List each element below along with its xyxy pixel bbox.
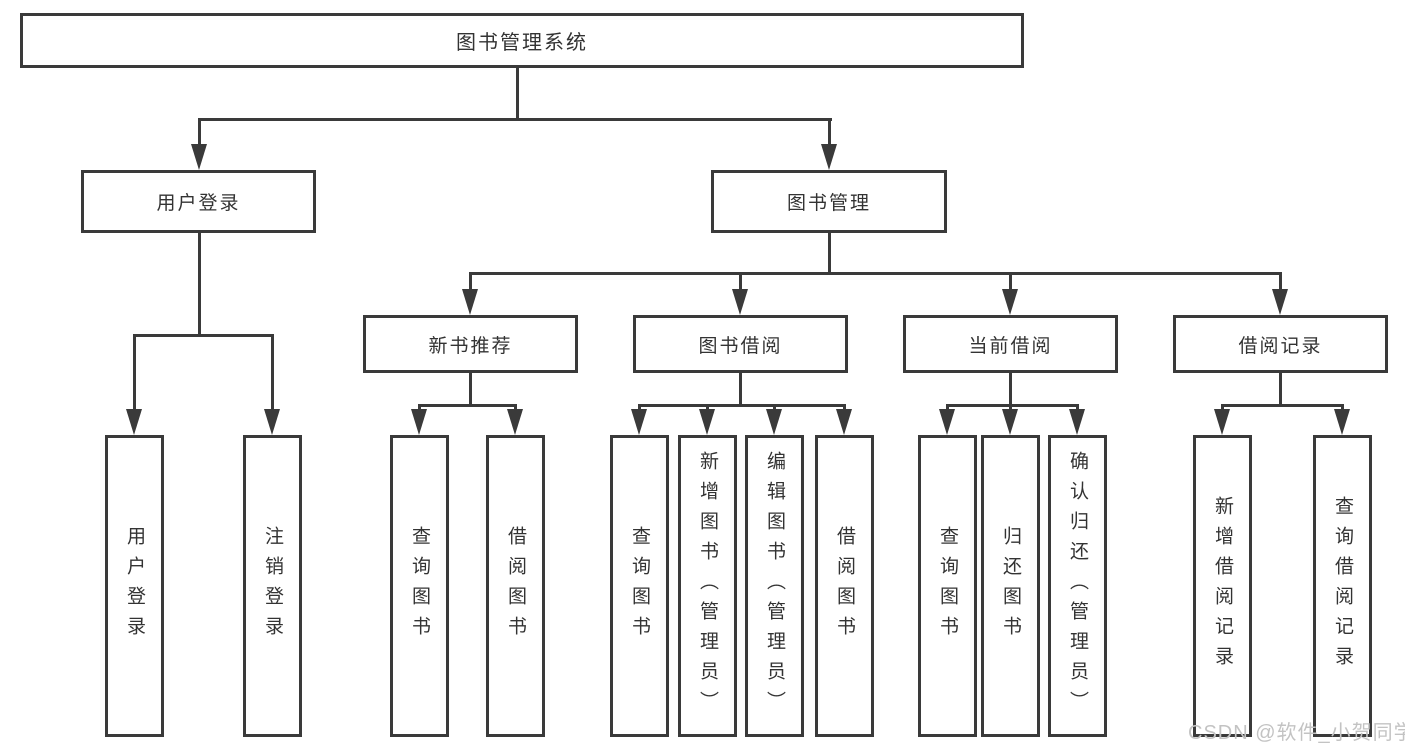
watermark: CSDN @软件_小贺同学 bbox=[1188, 722, 1405, 744]
leaf-query-books-1: 查询图书 bbox=[390, 435, 449, 737]
connector-line bbox=[639, 404, 846, 407]
node-label: 当前借阅 bbox=[968, 335, 1053, 357]
arrow-down-icon bbox=[699, 409, 715, 435]
connector-line bbox=[1009, 272, 1012, 289]
node-user-login: 用户登录 bbox=[81, 170, 316, 233]
leaf-label: 借阅图书 bbox=[834, 526, 855, 646]
leaf-query-books-3: 查询图书 bbox=[918, 435, 977, 737]
arrow-down-icon bbox=[126, 409, 142, 435]
arrow-down-icon bbox=[1334, 409, 1350, 435]
node-library-management-system: 图书管理系统 bbox=[20, 13, 1024, 68]
leaf-add-books-admin: 新增图书（管理员） bbox=[678, 435, 737, 737]
connector-line bbox=[773, 404, 776, 412]
leaf-label: 查询借阅记录 bbox=[1332, 496, 1353, 676]
node-book-management: 图书管理 bbox=[711, 170, 947, 233]
connector-line bbox=[469, 272, 1281, 275]
arrow-down-icon bbox=[821, 144, 837, 170]
leaf-borrow-books-2: 借阅图书 bbox=[815, 435, 874, 737]
leaf-label: 查询图书 bbox=[409, 526, 430, 646]
connector-line bbox=[946, 404, 1079, 407]
node-label: 借阅记录 bbox=[1238, 335, 1323, 357]
arrow-down-icon bbox=[1002, 289, 1018, 315]
node-current-borrowing: 当前借阅 bbox=[903, 315, 1118, 373]
connector-line bbox=[469, 272, 472, 289]
arrow-down-icon bbox=[191, 144, 207, 170]
leaf-logout: 注销登录 bbox=[243, 435, 302, 737]
arrow-down-icon bbox=[631, 409, 647, 435]
arrow-down-icon bbox=[1002, 409, 1018, 435]
connector-line bbox=[638, 404, 641, 412]
leaf-query-borrow-record: 查询借阅记录 bbox=[1313, 435, 1372, 737]
connector-line bbox=[271, 334, 274, 409]
connector-line bbox=[198, 233, 201, 336]
connector-line bbox=[1221, 404, 1224, 412]
leaf-label: 注销登录 bbox=[262, 526, 283, 646]
node-borrowing-records: 借阅记录 bbox=[1173, 315, 1388, 373]
connector-line bbox=[469, 373, 472, 406]
arrow-down-icon bbox=[732, 289, 748, 315]
connector-line bbox=[1009, 404, 1012, 412]
arrow-down-icon bbox=[836, 409, 852, 435]
leaf-query-books-2: 查询图书 bbox=[610, 435, 669, 737]
node-book-borrowing: 图书借阅 bbox=[633, 315, 848, 373]
leaf-label: 归还图书 bbox=[1000, 526, 1021, 646]
leaf-label: 编辑图书（管理员） bbox=[764, 451, 785, 721]
leaf-label: 新增借阅记录 bbox=[1212, 496, 1233, 676]
leaf-return-books: 归还图书 bbox=[981, 435, 1040, 737]
connector-line bbox=[1009, 373, 1012, 406]
leaf-user-login: 用户登录 bbox=[105, 435, 164, 737]
arrow-down-icon bbox=[939, 409, 955, 435]
arrow-down-icon bbox=[462, 289, 478, 315]
connector-line bbox=[1221, 404, 1344, 407]
connector-line bbox=[1341, 404, 1344, 412]
leaf-edit-books-admin: 编辑图书（管理员） bbox=[745, 435, 804, 737]
node-label: 新书推荐 bbox=[428, 335, 513, 357]
leaf-label: 确认归还（管理员） bbox=[1067, 451, 1088, 721]
arrow-down-icon bbox=[1069, 409, 1085, 435]
connector-line bbox=[133, 334, 274, 337]
leaf-label: 查询图书 bbox=[937, 526, 958, 646]
connector-line bbox=[133, 334, 136, 409]
leaf-borrow-books-1: 借阅图书 bbox=[486, 435, 545, 737]
connector-line bbox=[514, 404, 517, 412]
connector-line bbox=[946, 404, 949, 412]
connector-line bbox=[418, 404, 421, 412]
node-label: 图书管理系统 bbox=[456, 32, 588, 54]
connector-line bbox=[1279, 272, 1282, 289]
arrow-down-icon bbox=[1272, 289, 1288, 315]
connector-line bbox=[739, 272, 742, 289]
connector-line bbox=[1076, 404, 1079, 412]
arrow-down-icon bbox=[411, 409, 427, 435]
arrow-down-icon bbox=[507, 409, 523, 435]
leaf-label: 用户登录 bbox=[124, 526, 145, 646]
connector-line bbox=[843, 404, 846, 412]
leaf-confirm-return-admin: 确认归还（管理员） bbox=[1048, 435, 1107, 737]
arrow-down-icon bbox=[766, 409, 782, 435]
node-label: 图书借阅 bbox=[698, 335, 783, 357]
connector-line bbox=[198, 118, 201, 146]
leaf-add-borrow-record: 新增借阅记录 bbox=[1193, 435, 1252, 737]
leaf-label: 查询图书 bbox=[629, 526, 650, 646]
connector-line bbox=[739, 373, 742, 406]
node-label: 用户登录 bbox=[156, 193, 241, 214]
arrow-down-icon bbox=[264, 409, 280, 435]
connector-line bbox=[1279, 373, 1282, 406]
node-label: 图书管理 bbox=[786, 193, 871, 214]
arrow-down-icon bbox=[1214, 409, 1230, 435]
connector-line bbox=[419, 404, 517, 407]
connector-line bbox=[198, 118, 832, 121]
connector-line bbox=[828, 118, 831, 146]
leaf-label: 新增图书（管理员） bbox=[697, 451, 718, 721]
leaf-label: 借阅图书 bbox=[505, 526, 526, 646]
connector-line bbox=[828, 233, 831, 274]
connector-line bbox=[706, 404, 709, 412]
node-new-book-recommendation: 新书推荐 bbox=[363, 315, 578, 373]
connector-line bbox=[516, 68, 519, 120]
